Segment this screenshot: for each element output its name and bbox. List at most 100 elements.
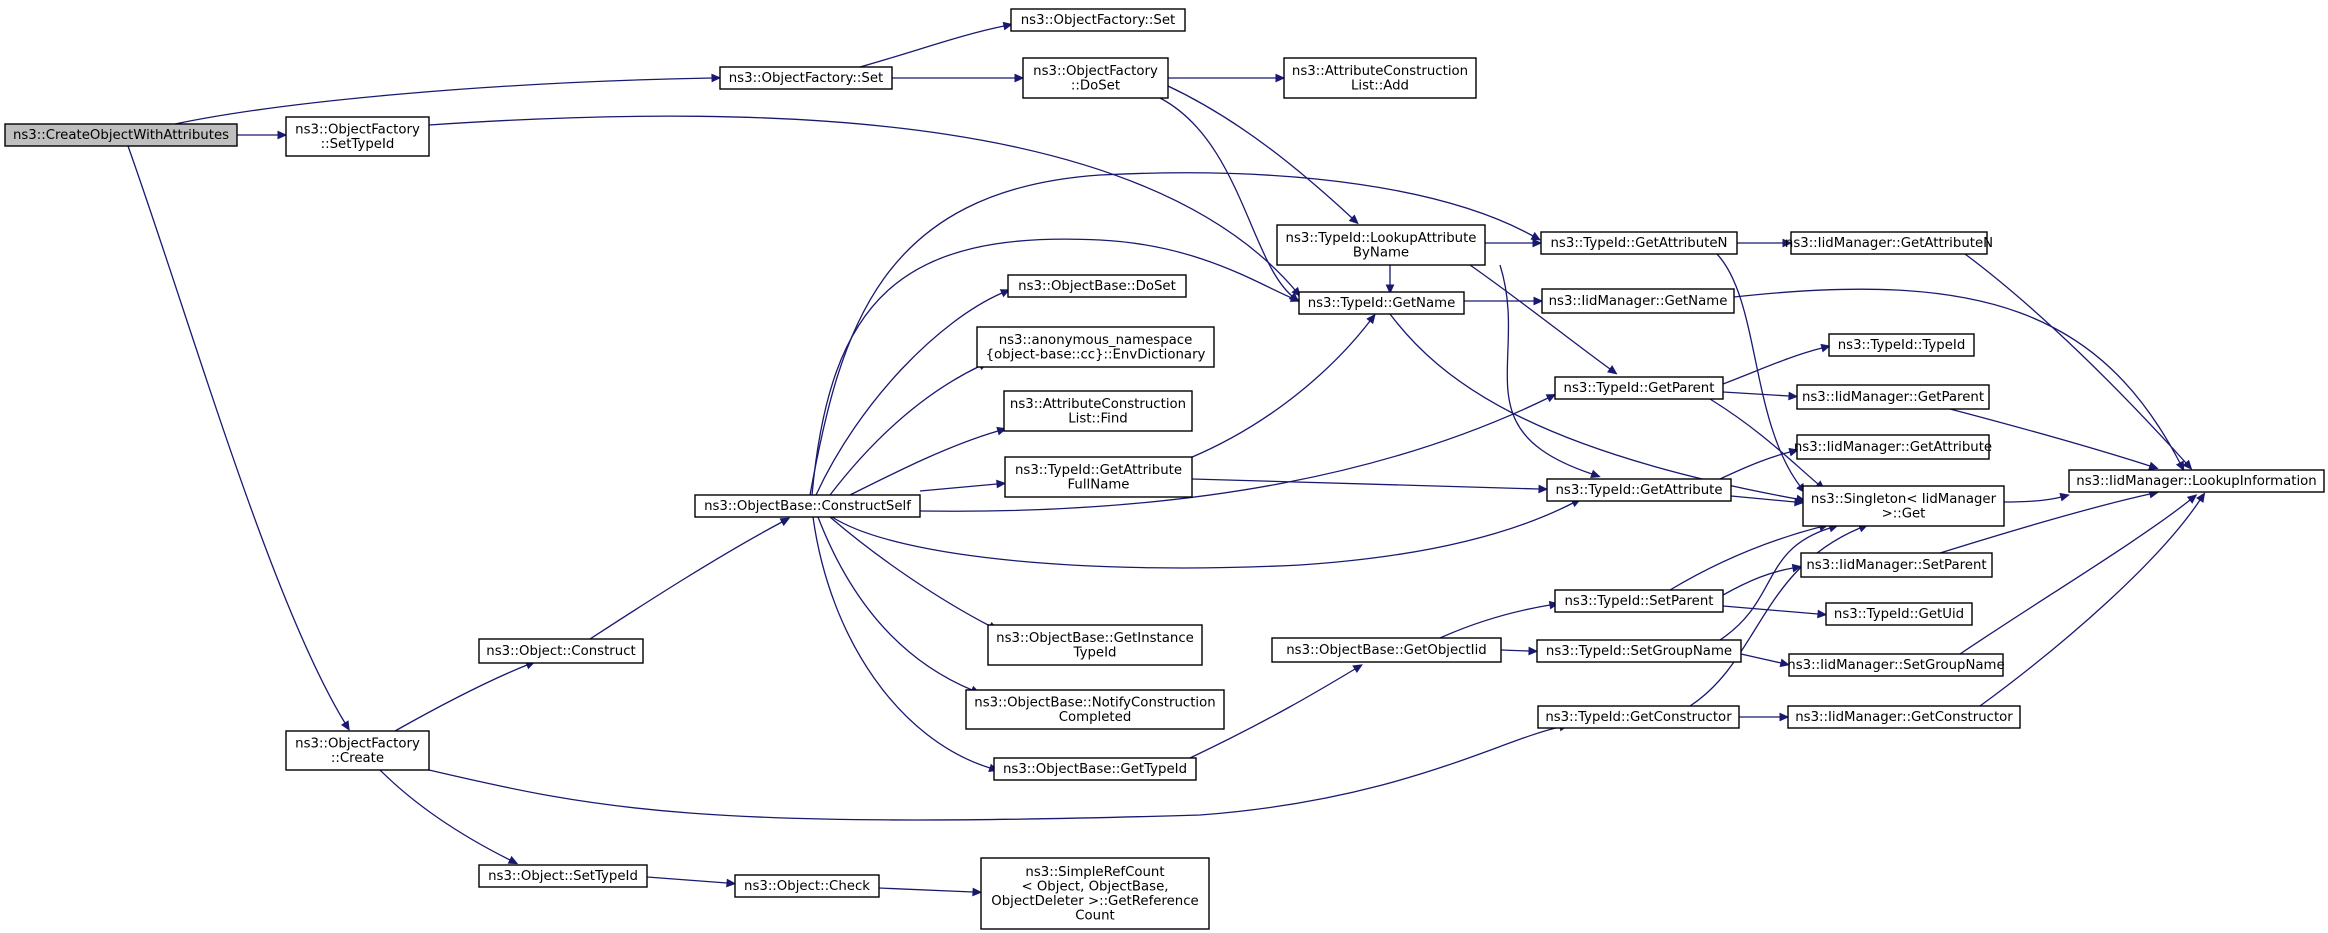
call-edge-iidSetGroupName-to-iidLookupInfo (1959, 494, 2198, 655)
edge-line (1949, 408, 2151, 467)
node-label: ns3::IidManager::GetAttribute (1794, 440, 1992, 455)
node-obGetObjectIid[interactable]: ns3::ObjectBase::GetObjectIid (1271, 637, 1502, 663)
node-box (719, 66, 893, 90)
call-edge-tidGetAttrFullName-to-tidGetAttribute (1191, 478, 1549, 494)
call-edge-obGetTypeId-to-obGetObjectIid (1189, 664, 1363, 759)
call-edge-objSetTypeId-to-objCheck (646, 876, 737, 888)
node-ofDoSet[interactable]: ns3::ObjectFactory::DoSet (1022, 57, 1169, 99)
node-objConstruct[interactable]: ns3::Object::Construct (478, 638, 644, 664)
edge-line (817, 516, 973, 691)
call-edge-iidGetParent-to-iidLookupInfo (1949, 408, 2159, 470)
node-box (1828, 333, 1975, 357)
node-label: ns3::IidManager::GetAttributeN (1785, 236, 1993, 251)
node-label: ns3::TypeId::GetAttributeN (1551, 236, 1728, 251)
node-box (1800, 552, 1993, 578)
node-iidGetConstructor[interactable]: ns3::IidManager::GetConstructor (1787, 705, 2021, 729)
edge-line (646, 876, 728, 884)
node-objSetTypeId[interactable]: ns3::Object::SetTypeId (478, 864, 648, 888)
arrowhead (1533, 296, 1544, 306)
edge-line (1722, 391, 1790, 397)
edge-line (174, 77, 713, 125)
edge-line (878, 887, 974, 893)
node-tidGetUid[interactable]: ns3::TypeId::GetUid (1825, 602, 1973, 626)
edge-line (1689, 527, 1861, 707)
node-iidSetGroupName[interactable]: ns3::IidManager::SetGroupName (1787, 653, 2005, 677)
call-edge-ofSetTypeId-to-tidGetName (428, 115, 1302, 298)
arrowhead (1794, 497, 1805, 507)
node-iidSetParent[interactable]: ns3::IidManager::SetParent (1800, 552, 1993, 578)
call-edge-obConstructSelf-to-tidGetAttributeN (809, 172, 1542, 496)
node-box (1540, 231, 1738, 255)
arrowhead (1607, 365, 1618, 375)
node-tidGetAttribute[interactable]: ns3::TypeId::GetAttribute (1546, 478, 1732, 502)
edge-line (815, 292, 1003, 496)
node-envDict[interactable]: ns3::anonymous_namespace{object-base::cc… (976, 326, 1215, 368)
call-edge-tidSetGroupName-to-singletonGet (1719, 524, 1839, 641)
node-ofSet1[interactable]: ns3::ObjectFactory::Set (719, 66, 893, 90)
edge-line (1722, 605, 1819, 615)
node-obConstructSelf[interactable]: ns3::ObjectBase::ConstructSelf (694, 494, 921, 518)
call-edge-obConstructSelf-to-tidGetParent (919, 393, 1557, 512)
node-ofSetTypeId[interactable]: ns3::ObjectFactory::SetTypeId (285, 116, 430, 157)
node-iidLookupInfo[interactable]: ns3::IidManager::LookupInformation (2068, 469, 2325, 493)
node-label: ns3::AttributeConstruction (1292, 64, 1468, 79)
call-edge-iidGetAttributeN-to-iidLookupInfo (1964, 253, 2193, 470)
node-tidGetAttributeN[interactable]: ns3::TypeId::GetAttributeN (1540, 231, 1738, 255)
call-edge-obGetObjectIid-to-tidSetGroupName (1500, 646, 1539, 656)
node-box (976, 326, 1215, 368)
arrowhead (1788, 391, 1799, 401)
node-label: ns3::ObjectBase::ConstructSelf (704, 499, 911, 514)
node-tidSetGroupName[interactable]: ns3::TypeId::SetGroupName (1536, 639, 1742, 663)
node-tidGetName[interactable]: ns3::TypeId::GetName (1298, 291, 1465, 315)
node-box (478, 638, 644, 664)
node-label: ns3::ObjectFactory (295, 736, 420, 751)
call-edge-tidGetAttribute-to-iidGetAttribute (1719, 447, 1799, 480)
node-objCheck[interactable]: ns3::Object::Check (734, 874, 880, 898)
node-srcGetRef[interactable]: ns3::SimpleRefCount< Object, ObjectBase,… (980, 857, 1210, 930)
node-ofSet2[interactable]: ns3::ObjectFactory::Set (1010, 8, 1186, 32)
node-obGetTypeId[interactable]: ns3::ObjectBase::GetTypeId (993, 757, 1197, 781)
call-edge-root-to-ofCreate (127, 145, 350, 731)
node-tidGetParent[interactable]: ns3::TypeId::GetParent (1554, 376, 1724, 400)
node-obDoSet[interactable]: ns3::ObjectBase::DoSet (1007, 274, 1187, 298)
node-label: ns3::ObjectBase::DoSet (1018, 279, 1176, 294)
arrowhead (1348, 214, 1359, 225)
node-label: ::Create (331, 751, 384, 766)
node-tidTypeId[interactable]: ns3::TypeId::TypeId (1828, 333, 1975, 357)
arrowhead (1275, 73, 1286, 83)
call-edge-ofDoSet-to-aclAdd (1168, 73, 1286, 83)
node-root[interactable]: ns3::CreateObjectWithAttributes (4, 123, 238, 147)
node-iidGetAttributeN[interactable]: ns3::IidManager::GetAttributeN (1785, 231, 1993, 255)
node-box (1787, 705, 2021, 729)
node-label: ns3::CreateObjectWithAttributes (13, 128, 229, 143)
arrowhead (507, 855, 519, 865)
arrowhead (1530, 231, 1542, 241)
arrowhead (2148, 461, 2159, 470)
edge-line (1964, 253, 2187, 464)
arrowhead (1817, 609, 1828, 619)
node-label: List::Find (1068, 411, 1127, 426)
node-iidGetName[interactable]: ns3::IidManager::GetName (1541, 288, 1735, 314)
node-obNotify[interactable]: ns3::ObjectBase::NotifyConstructionCompl… (965, 689, 1225, 730)
arrowhead (779, 517, 791, 527)
node-label: FullName (1068, 477, 1130, 492)
node-label: ns3::anonymous_namespace (999, 333, 1193, 348)
node-singletonGet[interactable]: ns3::Singleton< IidManager >::Get (1802, 485, 2005, 527)
node-label: Count (1075, 908, 1115, 923)
node-label: TypeId (1073, 645, 1117, 660)
arrowhead (711, 73, 722, 83)
call-edge-root-to-ofSetTypeId (237, 130, 288, 140)
call-edge-ofCreate-to-objSetTypeId (379, 769, 519, 865)
node-iidGetAttribute[interactable]: ns3::IidManager::GetAttribute (1794, 434, 1992, 460)
node-label: ns3::TypeId::SetGroupName (1546, 644, 1732, 659)
node-iidGetParent[interactable]: ns3::IidManager::GetParent (1796, 384, 1990, 410)
node-ofCreate[interactable]: ns3::ObjectFactory::Create (285, 730, 430, 771)
node-tidSetParent[interactable]: ns3::TypeId::SetParent (1554, 589, 1724, 613)
arrowhead (1545, 393, 1557, 403)
node-tidGetConstructor[interactable]: ns3::TypeId::GetConstructor (1537, 705, 1740, 729)
